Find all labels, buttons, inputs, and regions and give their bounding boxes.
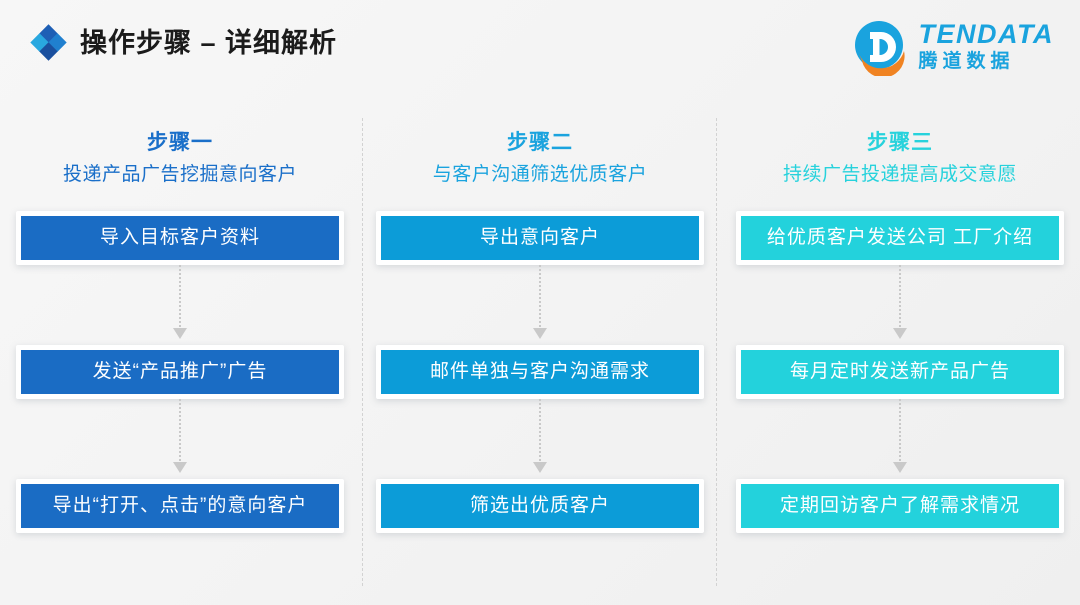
arrow-stem bbox=[539, 399, 541, 461]
step-column-1-title: 步骤一 bbox=[147, 131, 213, 154]
step-box-1-1[interactable]: 导入目标客户资料 bbox=[16, 211, 344, 265]
step-box-1-3-label: 导出“打开、点击”的意向客户 bbox=[52, 495, 308, 516]
step-box-1-3[interactable]: 导出“打开、点击”的意向客户 bbox=[16, 479, 344, 533]
step-column-2-title: 步骤二 bbox=[507, 131, 573, 154]
arrow-stem bbox=[539, 265, 541, 327]
step-box-3-3[interactable]: 定期回访客户了解需求情况 bbox=[736, 479, 1064, 533]
step-box-1-2-label: 发送“产品推广”广告 bbox=[92, 361, 268, 382]
step-column-1: 步骤一 投递产品广告挖掘意向客户 导入目标客户资料 发送“产品推广”广告 导出“… bbox=[0, 128, 360, 533]
slide-header: 操作步骤 – 详细解析 TENDATA 腾道数据 bbox=[0, 0, 1080, 95]
arrow-stem bbox=[179, 265, 181, 327]
arrow-head-icon bbox=[893, 328, 907, 339]
step-box-2-2[interactable]: 邮件单独与客户沟通需求 bbox=[376, 345, 704, 399]
step-box-2-1[interactable]: 导出意向客户 bbox=[376, 211, 704, 265]
step-column-1-subtitle: 投递产品广告挖掘意向客户 bbox=[62, 164, 297, 185]
steps-columns: 步骤一 投递产品广告挖掘意向客户 导入目标客户资料 发送“产品推广”广告 导出“… bbox=[0, 128, 1080, 533]
arrow-head-icon bbox=[893, 462, 907, 473]
arrow-down-1-1 bbox=[173, 265, 187, 345]
step-column-2: 步骤二 与客户沟通筛选优质客户 导出意向客户 邮件单独与客户沟通需求 筛选出优质… bbox=[360, 128, 720, 533]
logo-name-en: TENDATA bbox=[918, 19, 1054, 49]
arrow-head-icon bbox=[533, 462, 547, 473]
arrow-stem bbox=[899, 399, 901, 461]
step-column-3-subtitle: 持续广告投递提高成交意愿 bbox=[782, 164, 1017, 185]
arrow-down-2-2 bbox=[533, 399, 547, 479]
logo-name-cn: 腾道数据 bbox=[918, 51, 1015, 72]
arrow-down-3-2 bbox=[893, 399, 907, 479]
arrow-down-2-1 bbox=[533, 265, 547, 345]
step-box-3-1-label: 给优质客户发送公司 工厂介绍 bbox=[766, 227, 1034, 248]
brand-logo: TENDATA 腾道数据 bbox=[852, 16, 1054, 78]
step-column-2-subtitle: 与客户沟通筛选优质客户 bbox=[432, 164, 648, 185]
arrow-stem bbox=[899, 265, 901, 327]
step-box-2-2-label: 邮件单独与客户沟通需求 bbox=[429, 361, 650, 382]
arrow-down-3-1 bbox=[893, 265, 907, 345]
tendata-circle-d-icon bbox=[852, 18, 910, 78]
arrow-down-1-2 bbox=[173, 399, 187, 479]
step-box-3-2[interactable]: 每月定时发送新产品广告 bbox=[736, 345, 1064, 399]
step-box-3-1[interactable]: 给优质客户发送公司 工厂介绍 bbox=[736, 211, 1064, 265]
arrow-stem bbox=[179, 399, 181, 461]
step-column-3-title: 步骤三 bbox=[867, 131, 933, 154]
page-title: 操作步骤 – 详细解析 bbox=[80, 28, 338, 58]
step-box-2-3[interactable]: 筛选出优质客户 bbox=[376, 479, 704, 533]
column-divider-1 bbox=[362, 118, 363, 586]
title-group: 操作步骤 – 详细解析 bbox=[30, 24, 338, 61]
step-box-1-1-label: 导入目标客户资料 bbox=[99, 227, 260, 248]
step-box-3-2-label: 每月定时发送新产品广告 bbox=[789, 361, 1010, 382]
step-box-2-1-label: 导出意向客户 bbox=[479, 227, 600, 248]
arrow-head-icon bbox=[173, 328, 187, 339]
diamond-cluster-icon bbox=[30, 24, 67, 61]
arrow-head-icon bbox=[533, 328, 547, 339]
step-box-1-2[interactable]: 发送“产品推广”广告 bbox=[16, 345, 344, 399]
logo-text: TENDATA 腾道数据 bbox=[919, 20, 1054, 74]
arrow-head-icon bbox=[173, 462, 187, 473]
step-box-3-3-label: 定期回访客户了解需求情况 bbox=[779, 495, 1020, 516]
column-divider-2 bbox=[716, 118, 717, 586]
step-column-3: 步骤三 持续广告投递提高成交意愿 给优质客户发送公司 工厂介绍 每月定时发送新产… bbox=[720, 128, 1080, 533]
step-box-2-3-label: 筛选出优质客户 bbox=[469, 495, 610, 516]
